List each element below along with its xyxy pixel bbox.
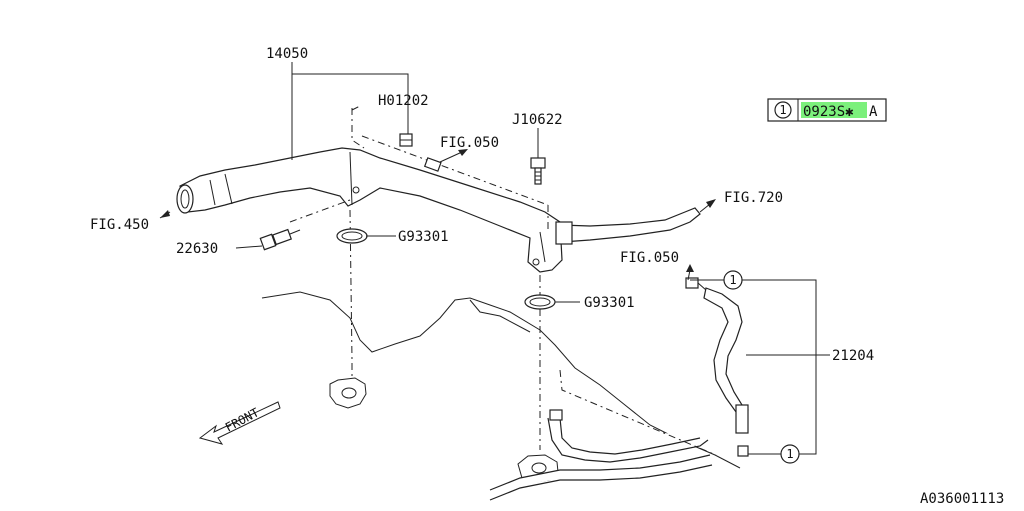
leader-lines: [235, 62, 830, 455]
temperature-sensor-22630: [259, 228, 301, 251]
reference-arrows: [159, 149, 716, 281]
label-h01202: H01202: [378, 93, 429, 109]
label-g93301-lower: G93301: [584, 295, 635, 311]
label-21204: 21204: [832, 348, 874, 364]
callout-highlight: [801, 102, 867, 118]
callout-box: 1 0923S✱ A: [767, 98, 887, 122]
label-14050: 14050: [266, 46, 308, 62]
fitting-upper: [423, 157, 442, 172]
bolt-j10622: [530, 157, 546, 185]
label-fig450: FIG.450: [90, 217, 149, 233]
callout-suffix: A: [869, 104, 878, 120]
label-g93301-upper: G93301: [398, 229, 449, 245]
label-front: FRONT: [223, 405, 261, 434]
label-fig050-lower: FIG.050: [620, 250, 679, 266]
label-fig050-upper: FIG.050: [440, 135, 499, 151]
plug-h01202: [399, 133, 413, 147]
hose-21204: [685, 277, 749, 457]
engine-block-outline: [261, 291, 741, 483]
water-pipe-14050: [176, 147, 701, 273]
lower-water-hose: [489, 409, 713, 501]
svg-text:1: 1: [786, 447, 793, 461]
front-arrow: [198, 401, 281, 445]
svg-text:1: 1: [729, 273, 736, 287]
label-22630: 22630: [176, 241, 218, 257]
callout-ref: 1: [779, 103, 786, 117]
ref-marker-upper: 1: [723, 270, 743, 290]
label-fig720: FIG.720: [724, 190, 783, 206]
ref-marker-lower: 1: [780, 444, 800, 464]
label-j10622: J10622: [512, 112, 563, 128]
diagram-id: A036001113: [920, 491, 1004, 507]
callout-code: 0923S✱: [803, 104, 854, 120]
